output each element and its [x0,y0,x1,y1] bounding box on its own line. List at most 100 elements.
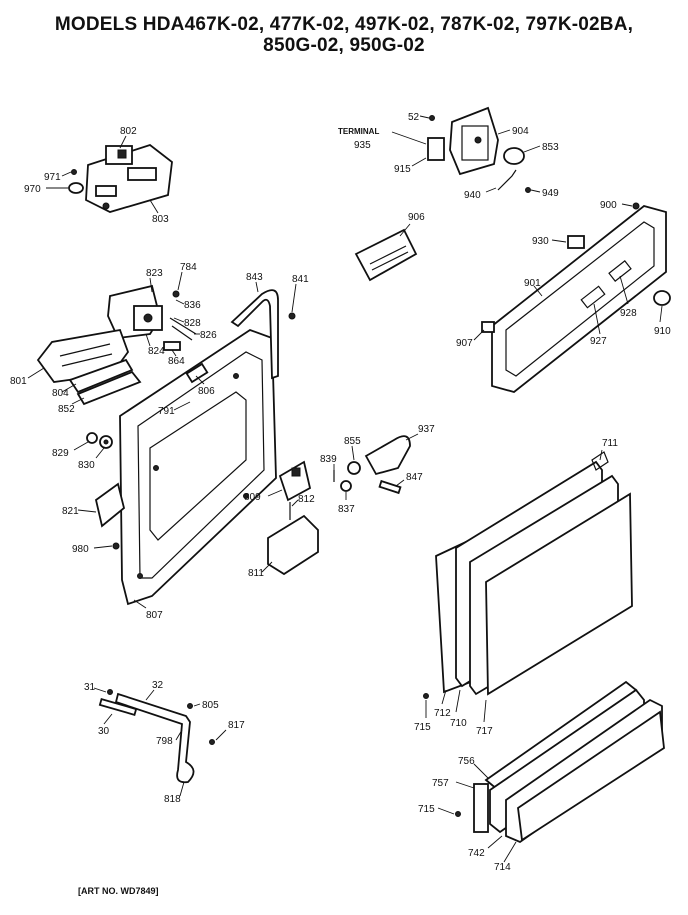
label-711: 711 [602,438,618,449]
label-784: 784 [180,262,197,273]
part-830-hole [103,439,109,445]
part-824-detail [143,313,153,323]
part-826-wire [169,317,197,341]
part-group-lower-panel [437,680,665,863]
label-714: 714 [494,862,511,873]
label-928: 928 [620,308,637,319]
label-710: 710 [450,718,467,729]
part-52-screw [429,115,435,121]
label-52: 52 [408,112,420,123]
part-906-switch-block [354,228,418,282]
label-915: 915 [394,164,411,175]
part-804-vent [68,358,134,394]
part-930-button [567,235,585,249]
part-864-clip [163,341,181,351]
label-901: 901 [524,278,541,289]
part-927-slot [580,285,606,309]
label-742: 742 [468,848,485,859]
part-907-lens [481,321,495,333]
label-841: 841 [292,274,309,285]
part-841-screw [288,312,296,320]
label-715-b: 715 [418,804,435,815]
label-31: 31 [84,682,96,693]
part-714-toe-kick [517,710,665,842]
label-980: 980 [72,544,89,555]
part-door-rivet-3 [233,373,239,379]
label-811: 811 [248,568,264,579]
part-715-screw-b [455,811,461,817]
part-949-screw [525,187,531,193]
label-970: 970 [24,184,41,195]
label-971: 971 [44,172,61,183]
part-901-recess [505,221,655,377]
part-809-hinge [278,460,312,502]
label-828: 828 [184,318,201,329]
label-910: 910 [654,326,671,337]
label-830: 830 [78,460,95,471]
label-829: 829 [52,448,69,459]
label-812: 812 [298,494,315,505]
part-inner-door-panel [119,328,277,606]
part-971-screw [71,169,77,175]
label-847: 847 [406,472,423,483]
part-829-bolt [86,432,98,444]
part-group-outer-door [423,449,633,723]
part-group-855-847 [333,433,419,500]
part-30-spring [98,698,138,716]
part-group-823-826 [107,271,200,357]
part-901-control-panel [491,205,667,393]
label-818: 818 [164,794,181,805]
label-930: 930 [532,236,549,247]
label-836: 836 [184,300,201,311]
part-803-slot [127,167,157,181]
label-823: 823 [146,268,163,279]
label-805: 805 [202,700,219,711]
part-910-knob [653,290,671,306]
part-915-terminal [427,137,445,161]
part-door-rivet-1 [153,465,159,471]
label-terminal: TERMINAL [338,127,379,136]
label-843: 843 [246,272,263,283]
part-group-inner-door-panel [119,328,277,609]
label-824: 824 [148,346,165,357]
part-980-screw [112,542,120,550]
part-811-counterweight [267,514,319,576]
part-803-tab [95,185,117,197]
label-900: 900 [600,200,617,211]
art-number: [ART NO. WD7849] [78,886,159,896]
label-864: 864 [168,356,185,367]
part-timer-face [461,125,489,161]
label-927: 927 [590,336,607,347]
label-715-a: 715 [414,722,431,733]
part-717-outer-panel [485,492,633,696]
label-935: 935 [354,140,371,151]
part-group-906 [354,223,418,282]
part-group-802-803 [46,135,173,214]
part-door-rivet-2 [243,493,249,499]
label-904: 904 [512,126,529,137]
part-940-spring [497,169,517,191]
diagram-title-line-2: 850G-02, 950G-02 [263,35,425,56]
label-757: 757 [432,778,449,789]
label-855: 855 [344,436,361,447]
part-757-bracket [473,783,489,833]
label-937: 937 [418,424,435,435]
label-30: 30 [98,726,110,737]
part-group-809-811 [261,460,319,576]
part-group-843-841 [230,281,297,380]
part-group-821-980 [77,482,126,550]
part-802-detail [117,149,127,159]
part-855-bushing [347,461,361,475]
label-906: 906 [408,212,425,223]
part-group-hinge-arm [93,687,227,797]
part-900-screw [632,202,640,210]
label-940: 940 [464,190,481,201]
part-852-gasket [76,370,142,406]
label-821: 821 [62,506,79,517]
part-805-screw [187,703,193,709]
label-826: 826 [200,330,217,341]
diagram-title-line-1: MODELS HDA467K-02, 477K-02, 497K-02, 787… [54,14,634,35]
label-817: 817 [228,720,245,731]
part-715-screw-a [423,693,429,699]
